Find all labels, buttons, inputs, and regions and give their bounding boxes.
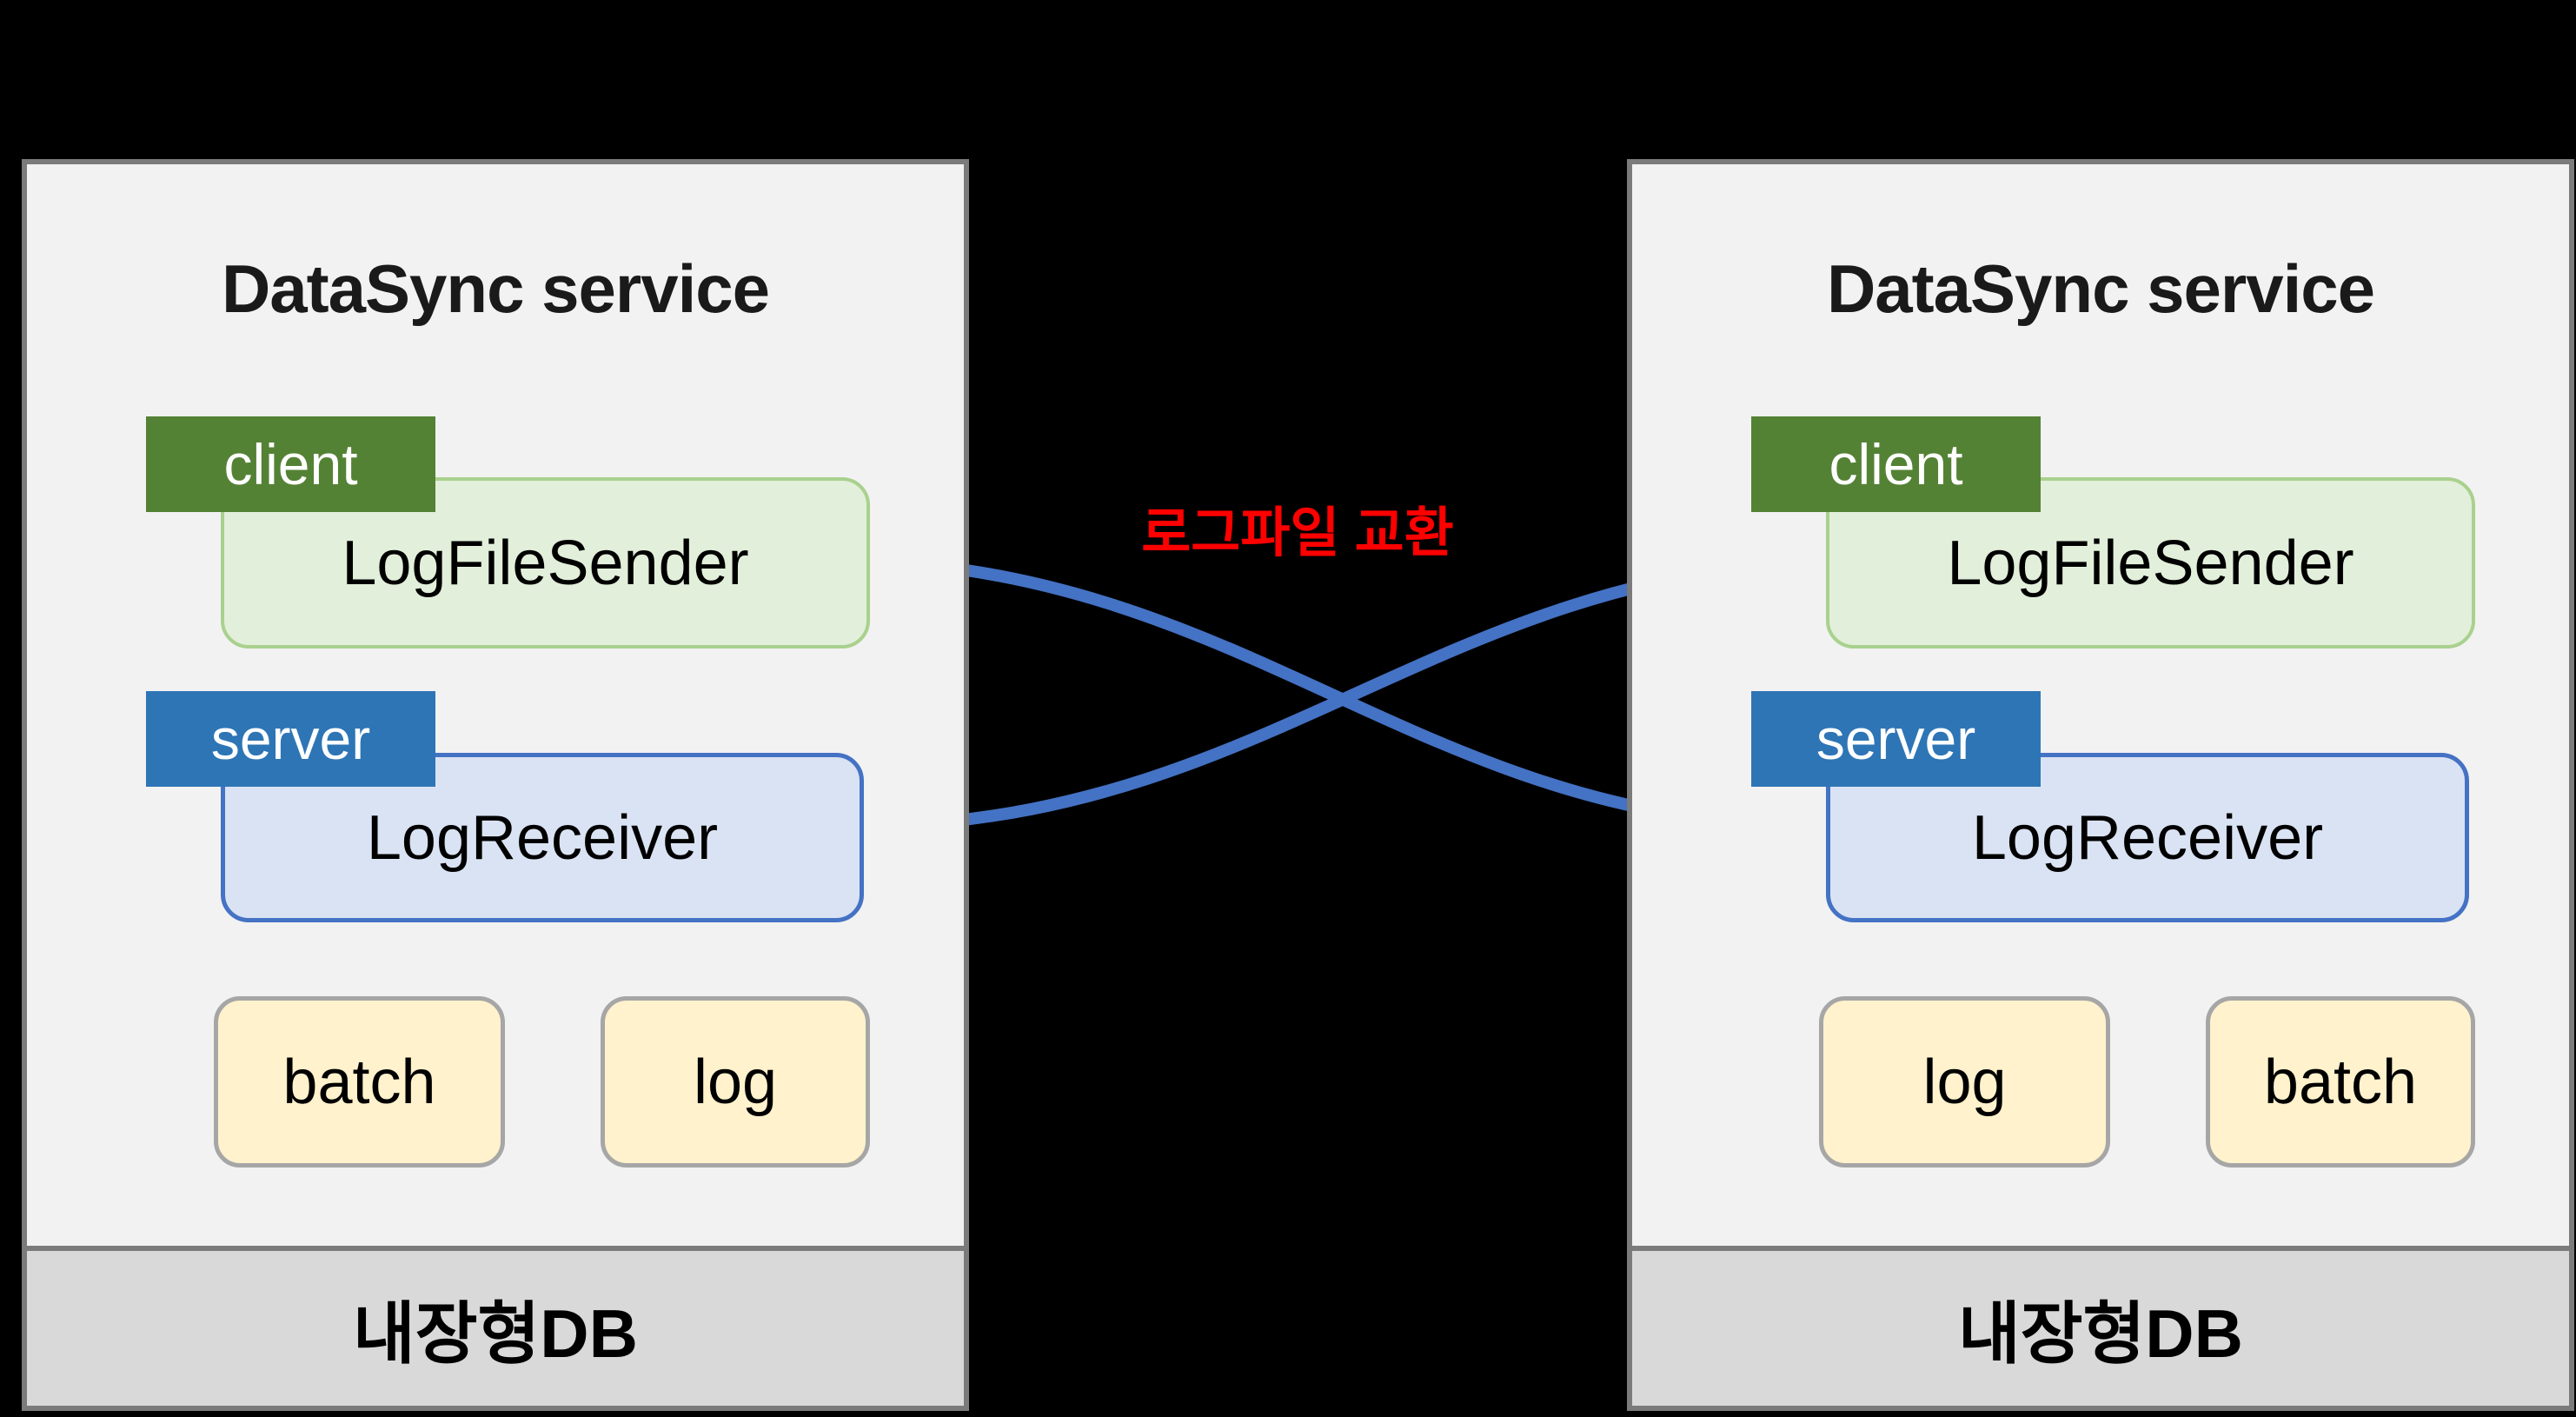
log-box: log xyxy=(601,996,870,1168)
batch-box: batch xyxy=(2206,996,2475,1168)
logfilesender-box: LogFileSender xyxy=(221,477,870,649)
batch-box: batch xyxy=(214,996,505,1168)
datasync-panel-left: DataSync service LogFileSender client Lo… xyxy=(22,159,969,1411)
datasync-panel-right: DataSync service LogFileSender client Lo… xyxy=(1627,159,2574,1411)
client-badge: client xyxy=(146,416,435,512)
log-box: log xyxy=(1819,996,2110,1168)
embedded-db-bar: 내장형DB xyxy=(1632,1246,2569,1406)
logfile-exchange-label: 로그파일 교환 xyxy=(1141,503,1454,563)
embedded-db-bar: 내장형DB xyxy=(27,1246,964,1406)
panel-title: DataSync service xyxy=(1826,250,2375,327)
panel-title: DataSync service xyxy=(221,250,770,327)
client-badge: client xyxy=(1751,416,2041,512)
server-badge: server xyxy=(146,691,435,787)
server-badge: server xyxy=(1751,691,2041,787)
